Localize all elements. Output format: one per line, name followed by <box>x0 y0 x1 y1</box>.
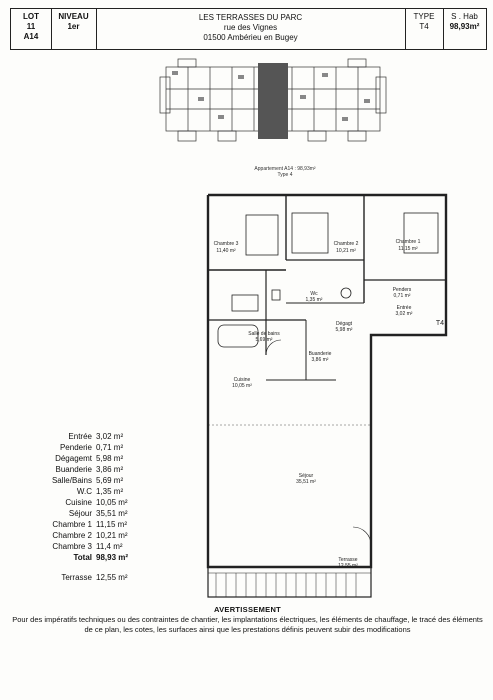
surface-row: Dégagemt 5,98 m² <box>30 454 160 465</box>
surface-row: Chambre 3 11,4 m² <box>30 542 160 553</box>
room-entree: Entrée <box>397 305 412 311</box>
lot-code: A14 <box>23 32 39 41</box>
surface-total-row: Total 98,93 m² <box>30 553 160 564</box>
surface-value: 10,05 m² <box>96 498 128 507</box>
room-entree-area: 3,02 m² <box>396 311 413 317</box>
terrasse-value: 12,55 m² <box>96 573 128 582</box>
surface-label: Séjour <box>68 509 92 518</box>
niveau-value: 1er <box>67 22 80 31</box>
plan-caption-type: Type 4 <box>277 172 293 178</box>
surface-total-value: 98,93 m² <box>96 553 129 562</box>
room-sejour-area: 35,51 m² <box>296 479 316 485</box>
surface-label: Dégagemt <box>55 454 92 463</box>
surface-value: 5,69 m² <box>96 476 124 485</box>
lot-label: LOT <box>23 12 39 21</box>
plan-caption: Appartement A14 : 98,93m² Type 4 <box>220 166 350 178</box>
surface-label: Entrée <box>68 432 92 441</box>
room-chambre-3-area: 11,40 m² <box>216 248 236 254</box>
city-address: 01500 Ambérieu en Bugey <box>203 33 298 42</box>
room-salle-de-bains-area: 5,69 m² <box>256 337 273 343</box>
surface-label: Penderie <box>59 443 92 452</box>
surface-row: W.C 1,35 m² <box>30 487 160 498</box>
surface-row: Cuisine 10,05 m² <box>30 498 160 509</box>
surface-row: Entrée 3,02 m² <box>30 432 160 443</box>
surface-row: Salle/Bains 5,69 m² <box>30 476 160 487</box>
room-penders: Penders <box>393 287 412 293</box>
surface-row: Séjour 35,51 m² <box>30 509 160 520</box>
room-buanderie: Buanderie <box>309 351 332 357</box>
room-degagement-area: 5,98 m² <box>336 327 353 333</box>
street-address: rue des Vignes <box>223 23 278 32</box>
surface-value: 5,98 m² <box>96 454 124 463</box>
shab-cell: S . Hab 98,93m² <box>443 9 486 49</box>
address-cell: LES TERRASSES DU PARC rue des Vignes 015… <box>96 9 406 49</box>
room-wc: Wc <box>310 291 318 297</box>
surface-value: 3,02 m² <box>96 432 124 441</box>
surface-row: Penderie 0,71 m² <box>30 443 160 454</box>
surface-label: Chambre 3 <box>52 542 92 551</box>
shab-label: S . Hab <box>451 12 478 21</box>
room-chambre-1: Chambre 1 <box>396 239 421 245</box>
type-value: T4 <box>419 22 429 31</box>
room-buanderie-area: 3,86 m² <box>312 357 329 363</box>
surface-row: Chambre 2 10,21 m² <box>30 531 160 542</box>
lot-cell: LOT 11 A14 <box>11 9 52 49</box>
warning-title: AVERTISSEMENT <box>213 605 282 614</box>
niveau-cell: NIVEAU 1er <box>51 9 97 49</box>
warning-block: AVERTISSEMENT Pour des impératifs techni… <box>10 605 485 635</box>
room-chambre-3: Chambre 3 <box>214 241 239 247</box>
surface-value: 1,35 m² <box>96 487 124 496</box>
room-wc-area: 1,35 m² <box>306 297 323 303</box>
surface-value: 3,86 m² <box>96 465 124 474</box>
type-cell: TYPE T4 <box>405 9 444 49</box>
surface-label: W.C <box>76 487 92 496</box>
header-table: LOT 11 A14 NIVEAU 1er LES TERRASSES DU P… <box>10 8 487 50</box>
surface-value: 11,15 m² <box>96 520 127 529</box>
type-label: TYPE <box>413 12 435 21</box>
room-cuisine-area: 10,05 m² <box>232 383 252 389</box>
surface-value: 0,71 m² <box>96 443 124 452</box>
warning-line-2: de ce plan, les cotes, les surfaces ains… <box>84 625 411 634</box>
surface-label: Cuisine <box>65 498 92 507</box>
lot-number: 11 <box>26 22 36 31</box>
surface-row: Chambre 1 11,15 m² <box>30 520 160 531</box>
surface-total-label: Total <box>73 553 92 562</box>
room-cuisine: Cuisine <box>234 377 251 383</box>
room-terrasse-area: 12,55 m² <box>338 563 358 569</box>
surface-row: Buanderie 3,86 m² <box>30 465 160 476</box>
room-penders-area: 0,71 m² <box>394 293 411 299</box>
surface-value: 10,21 m² <box>96 531 128 540</box>
room-degagement: Dégagt <box>336 321 353 327</box>
plan-caption-title: Appartement A14 : 98,93m² <box>254 166 316 172</box>
niveau-label: NIVEAU <box>58 12 89 21</box>
surface-label: Chambre 2 <box>52 531 92 540</box>
surface-label: Salle/Bains <box>51 476 92 485</box>
room-salle-de-bains: Salle de bains <box>248 331 280 337</box>
room-chambre-1-area: 11,15 m² <box>398 246 418 252</box>
room-chambre-2: Chambre 2 <box>334 241 359 247</box>
terrasse-label: Terrasse <box>61 573 92 582</box>
surface-value: 11,4 m² <box>96 542 123 551</box>
surface-label: Buanderie <box>55 465 92 474</box>
residence-name: LES TERRASSES DU PARC <box>198 13 303 22</box>
apartment-floor-plan: Chambre 3 11,40 m² Chambre 2 10,21 m² Ch… <box>206 193 448 598</box>
warning-line-1: Pour des impératifs techniques ou des co… <box>12 615 483 624</box>
terrasse-row: Terrasse 12,55 m² <box>30 573 160 584</box>
plan-type-tag: T4 <box>436 320 444 327</box>
building-overview-plan <box>159 58 387 142</box>
shab-value: 98,93m² <box>449 22 480 31</box>
surface-label: Chambre 1 <box>52 520 92 529</box>
room-sejour: Séjour <box>299 473 314 479</box>
room-chambre-2-area: 10,21 m² <box>336 248 356 254</box>
room-terrasse: Terrasse <box>338 557 357 563</box>
surface-value: 35,51 m² <box>96 509 128 518</box>
